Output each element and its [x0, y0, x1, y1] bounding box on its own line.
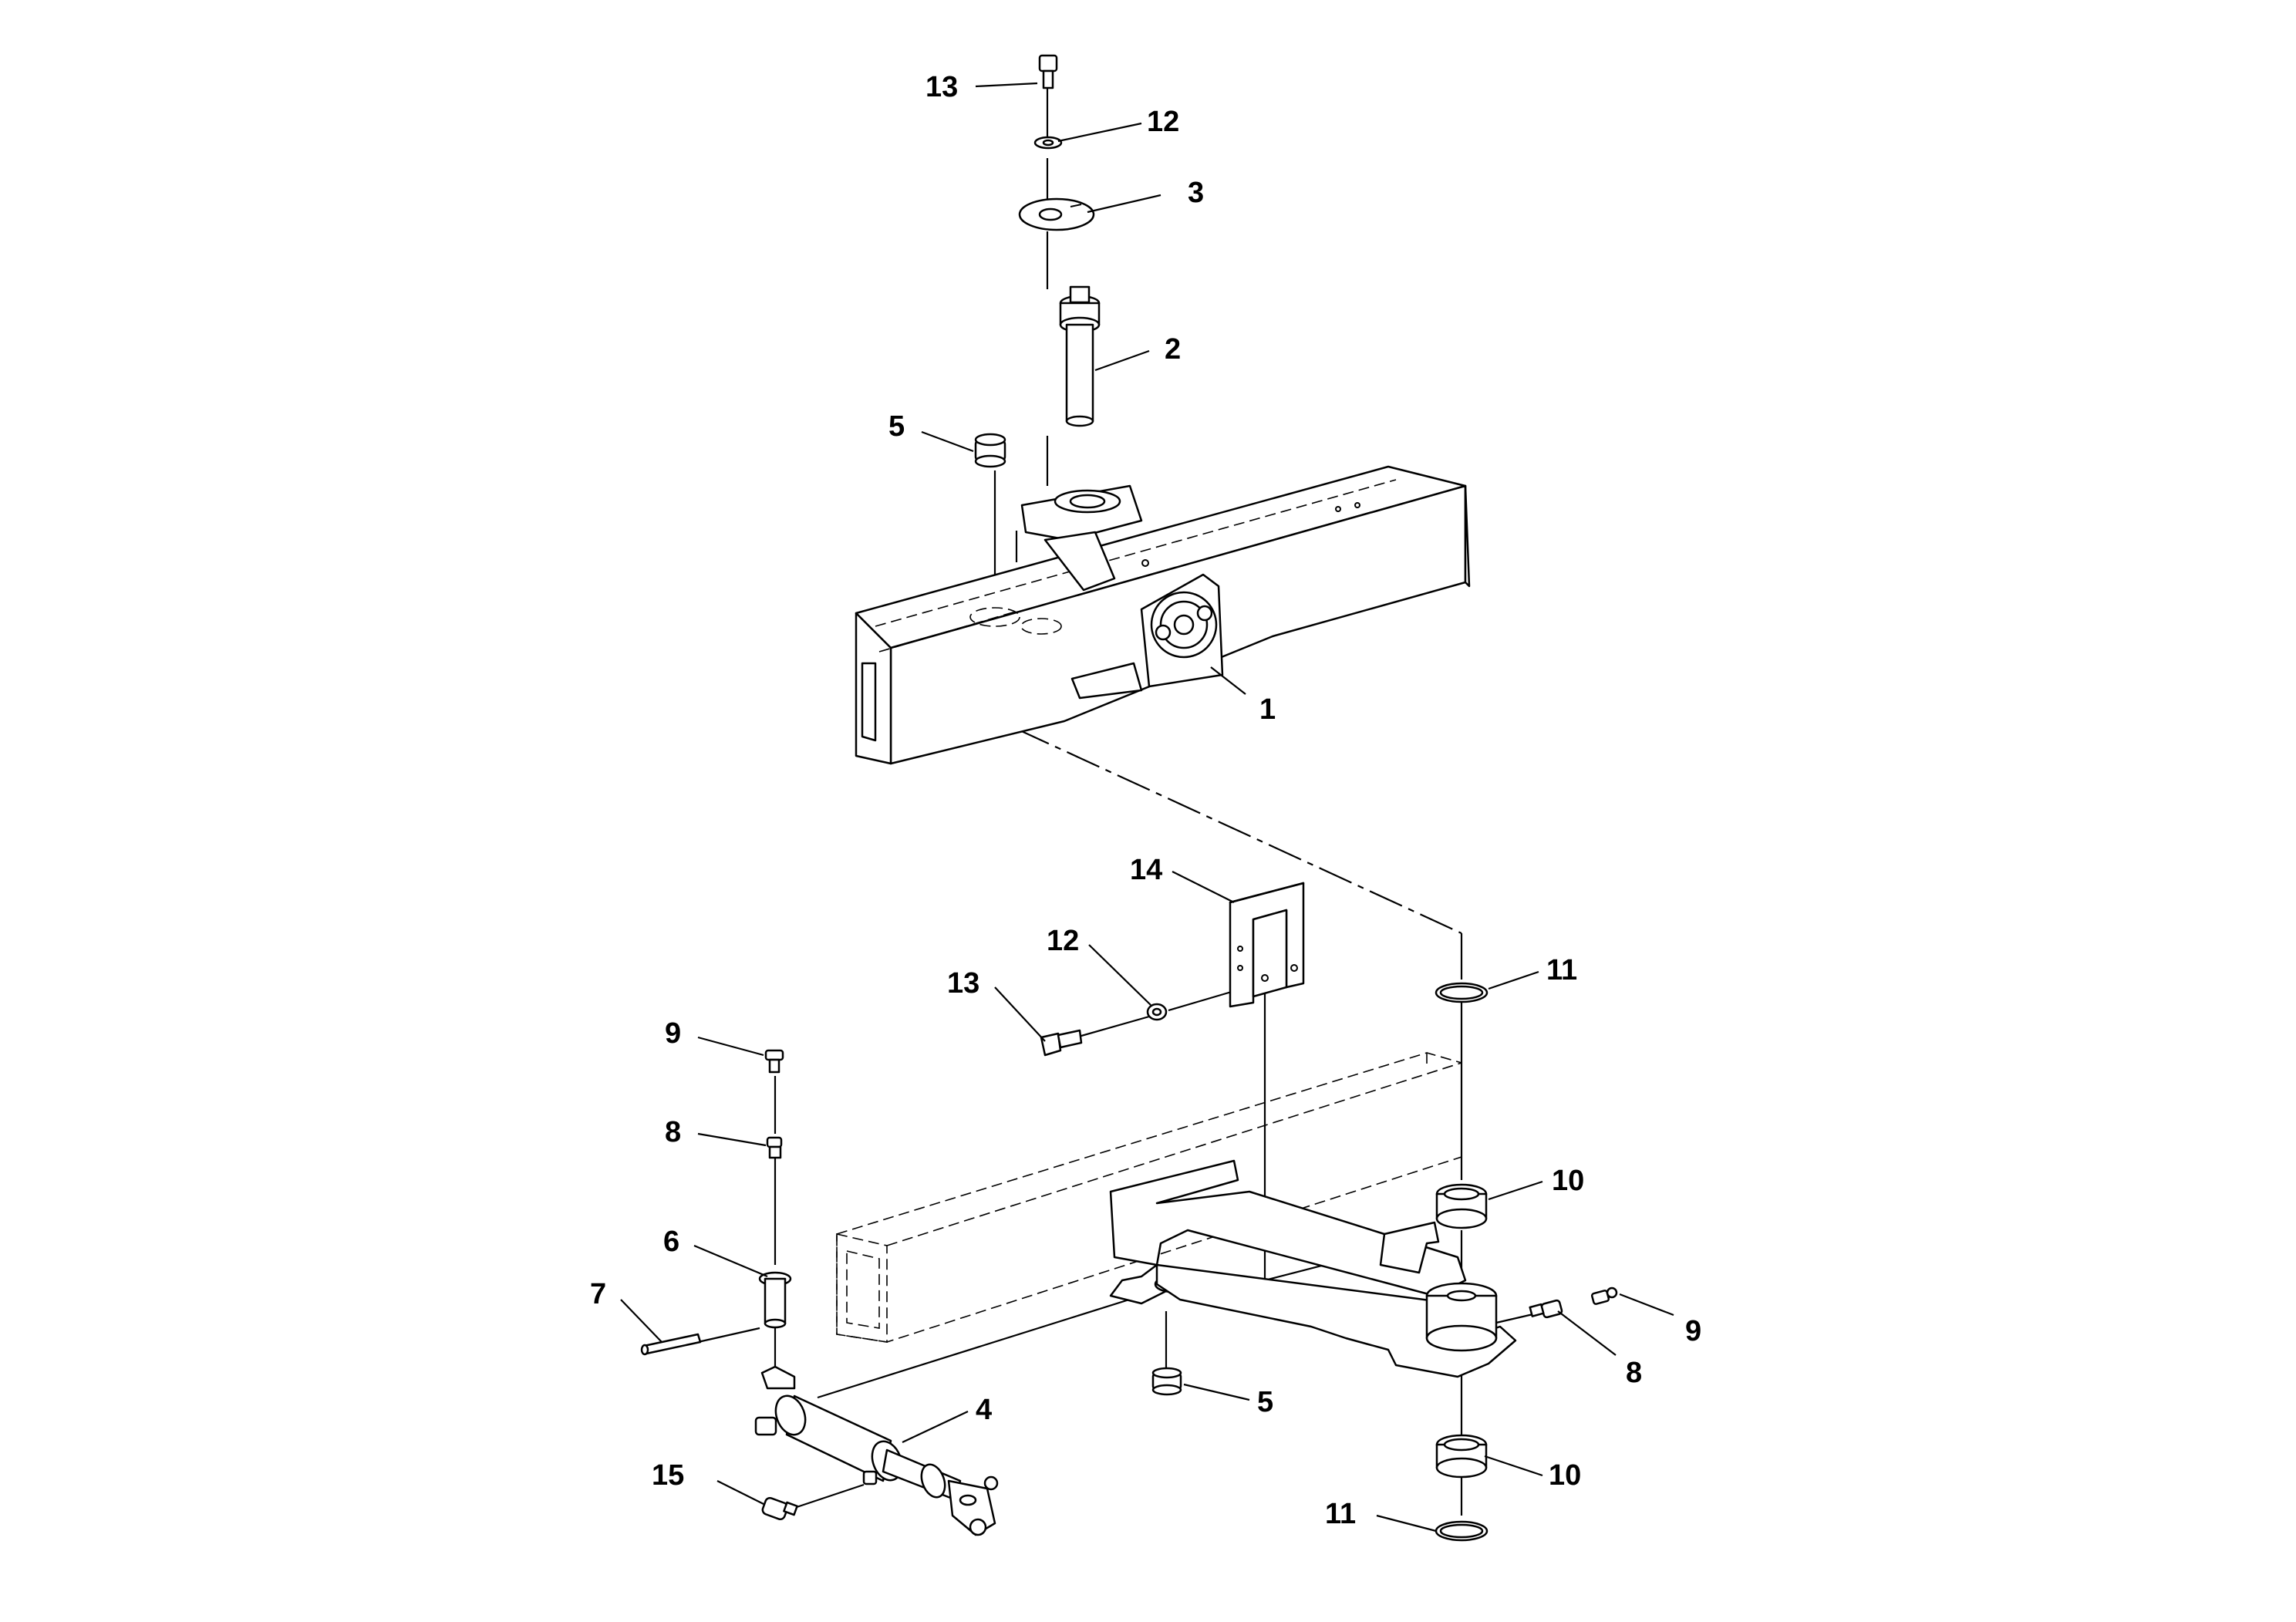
fitting-8-right — [1529, 1299, 1563, 1319]
callout-6: 6 — [663, 1226, 679, 1258]
fitting-15 — [761, 1496, 798, 1521]
axle-beam-1 — [855, 465, 1471, 765]
callout-1: 1 — [1259, 693, 1276, 726]
callout-2: 2 — [1165, 333, 1181, 366]
callout-13-lower: 13 — [947, 967, 979, 1000]
steering-arm — [1109, 1159, 1517, 1378]
bolt-13-upper — [1038, 54, 1058, 89]
bushing-5-upper — [974, 433, 1006, 468]
callout-14: 14 — [1130, 854, 1162, 886]
callout-12-lower: 12 — [1047, 925, 1079, 957]
cotter-pin-7 — [640, 1333, 702, 1356]
callout-11-upper: 11 — [1546, 954, 1577, 986]
callout-5-lower: 5 — [1257, 1386, 1273, 1418]
washer-12-upper — [1033, 136, 1063, 150]
leader-lines — [620, 82, 1674, 1533]
callout-5-upper: 5 — [888, 410, 905, 443]
callout-10-upper: 10 — [1552, 1165, 1584, 1197]
bushing-10-lower — [1435, 1434, 1488, 1479]
kingpin-2 — [1059, 285, 1101, 427]
callout-4: 4 — [976, 1394, 992, 1426]
callout-8-left: 8 — [665, 1116, 681, 1148]
o-ring-11-lower — [1435, 1520, 1489, 1542]
bolt-13-lower — [1040, 1029, 1083, 1057]
grease-fitting-9-left — [764, 1049, 784, 1074]
bushing-5-lower — [1151, 1367, 1182, 1396]
retainer-plate-3 — [1018, 197, 1095, 231]
hydraulic-cylinder-4 — [754, 1365, 999, 1536]
fitting-8-left — [766, 1136, 783, 1159]
callout-15: 15 — [652, 1459, 684, 1492]
phantom-tube — [836, 1052, 1462, 1343]
callout-labels: 13 12 3 2 5 1 14 12 13 11 9 8 10 6 7 9 8… — [590, 71, 1701, 1530]
bushing-10-upper — [1435, 1183, 1488, 1229]
callout-12-upper: 12 — [1147, 106, 1179, 138]
callout-11-lower: 11 — [1325, 1498, 1356, 1530]
grease-fitting-9-right — [1590, 1286, 1618, 1305]
bracket-14 — [1229, 882, 1305, 1008]
callout-10-lower: 10 — [1549, 1459, 1581, 1492]
callout-13-upper: 13 — [925, 71, 958, 103]
washer-12-lower — [1146, 1003, 1168, 1021]
callout-9-left: 9 — [665, 1017, 681, 1050]
o-ring-11-upper — [1435, 982, 1489, 1003]
callout-9-right: 9 — [1685, 1315, 1701, 1347]
pin-6 — [758, 1271, 792, 1329]
callout-7: 7 — [590, 1278, 606, 1310]
callout-8-right: 8 — [1626, 1357, 1642, 1389]
callout-3: 3 — [1188, 177, 1204, 209]
